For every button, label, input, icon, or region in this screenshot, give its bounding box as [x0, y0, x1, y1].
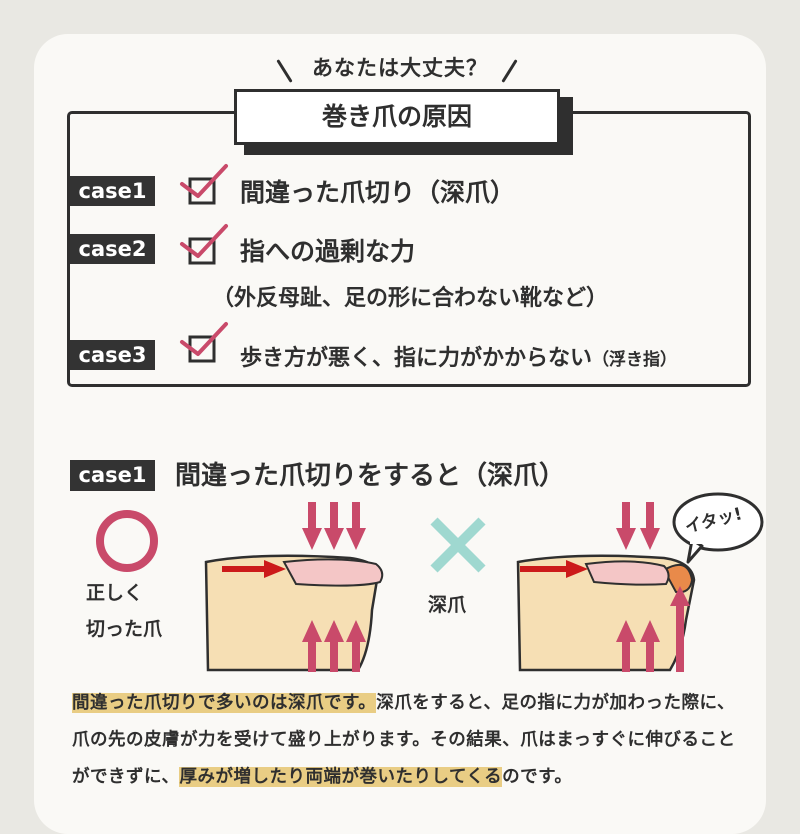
- checkbox-checked-icon: [180, 322, 228, 363]
- case2-badge: case2: [70, 234, 155, 264]
- correct-circle-icon: [96, 510, 158, 572]
- case2-text: 指への過剰な力: [240, 237, 416, 266]
- toe-deep-cut-illustration: [516, 502, 696, 672]
- checkbox-checked-icon: [180, 224, 228, 265]
- speech-bubble-icon: [672, 492, 764, 564]
- correct-label-line2: 切った爪: [86, 618, 163, 640]
- section2-title: 間違った爪切りをすると（深爪）: [175, 461, 566, 491]
- correct-label: 正しく切った爪: [86, 575, 162, 647]
- toe-correct-illustration: [204, 502, 384, 672]
- wrong-label: 深爪: [428, 594, 467, 616]
- case1-badge: case1: [70, 176, 155, 206]
- wrong-cross-icon: [430, 517, 486, 573]
- explanation-highlight-2: 厚みが増したり両端が巻いたりしてくる: [179, 767, 503, 787]
- tagline: あなたは大丈夫？: [312, 56, 488, 80]
- explanation-highlight-1: 間違った爪切りで多いのは深爪です。: [72, 693, 377, 713]
- case3-main: 歩き方が悪く、指に力がかからない: [240, 346, 593, 371]
- explanation-text-1: 深爪をすると、足の指に力が加わった際に、爪の先の皮膚が力を受けて盛り上がります。…: [72, 693, 736, 787]
- section2-badge: case1: [70, 460, 155, 491]
- correct-label-line1: 正しく: [86, 582, 144, 604]
- case2-subtext: （外反母趾、足の形に合わない靴など）: [212, 286, 609, 311]
- checkbox-checked-icon: [180, 164, 228, 205]
- case1-text: 間違った爪切り（深爪）: [240, 178, 516, 207]
- case3-note: （浮き指）: [592, 350, 678, 370]
- explanation-paragraph: 間違った爪切りで多いのは深爪です。深爪をすると、足の指に力が加わった際に、爪の先…: [72, 685, 752, 796]
- page-title: 巻き爪の原因: [234, 89, 560, 145]
- explanation-text-2: のです。: [502, 767, 573, 787]
- case3-text: 歩き方が悪く、指に力がかからない（浮き指）: [240, 340, 677, 372]
- case3-badge: case3: [70, 340, 155, 370]
